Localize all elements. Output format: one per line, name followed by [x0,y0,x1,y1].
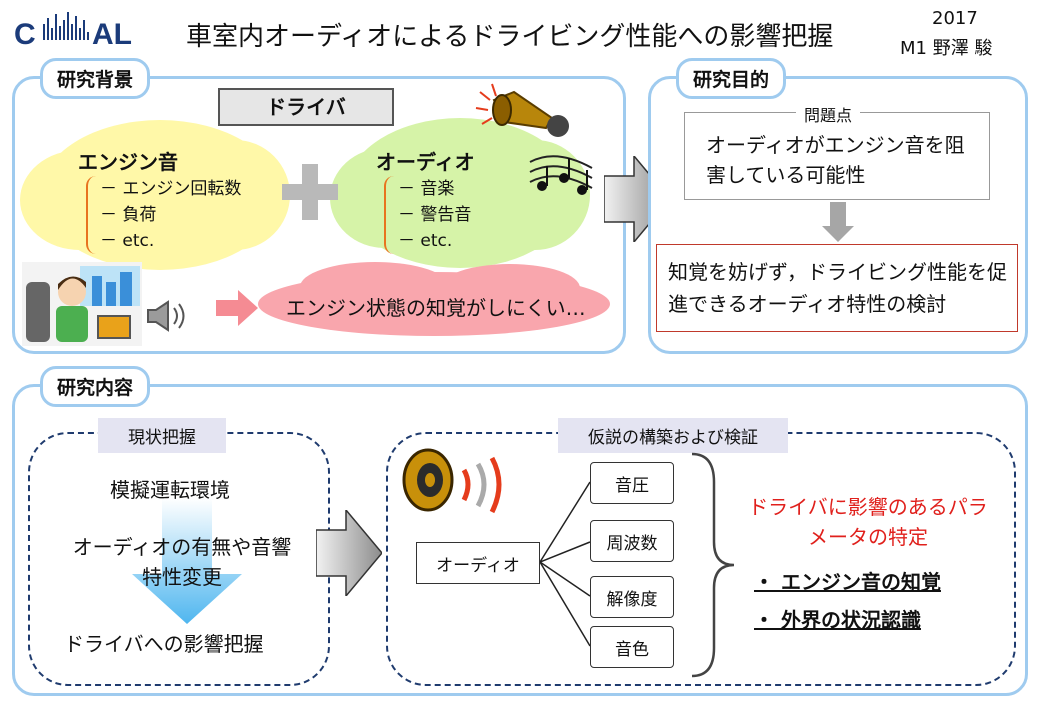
speaker-icon [147,300,185,332]
music-notes-icon [529,155,593,195]
result-item: ・ エンジン音の知覚 [754,570,941,594]
current-state-label: 現状把握 [98,418,226,453]
author: M1 野澤 駿 [900,38,993,59]
hypothesis-label: 仮説の構築および検証 [558,418,788,453]
logo: C AL [14,10,144,51]
list-item: － etc. [100,231,155,251]
engine-cloud-puff [20,150,140,250]
curly-brace-icon [691,452,735,678]
engine-cloud-puff [180,140,290,250]
branch-node: 解像度 [590,576,674,618]
perception-cloud-puff [440,264,580,312]
step-simulated-driving: 模擬運転環境 [110,478,230,502]
goal-text: 知覚を妨げず，ドライビング性能を促進できるオーディオ特性の検討 [668,260,1007,316]
background-tag: 研究背景 [40,58,151,99]
step-driver-impact: ドライバへの影響把握 [64,632,264,656]
page-title: 車室内オーディオによるドライビング性能への影響把握 [186,22,834,52]
engine-title: エンジン音 [78,150,178,174]
right-arrow-icon [316,510,382,596]
list-item: － エンジン回転数 [100,179,242,199]
pink-arrow-icon [216,290,258,326]
branch-node: 音圧 [590,462,674,504]
perception-cloud-puff [300,262,450,312]
gradient-down-arrow-icon [132,498,242,624]
list-item: － 音楽 [398,179,455,199]
branch-node: 音色 [590,626,674,668]
list-item: － 負荷 [100,205,157,225]
list-item: － etc. [398,231,453,251]
svg-text:C: C [14,18,40,50]
branch-node: 周波数 [590,520,674,562]
year: 2017 [932,8,978,29]
loudspeaker-icon [402,448,502,514]
logo-waveform-icon: C AL [14,12,132,51]
tree-connector-lines [540,481,591,647]
result-title: ドライバに影響のあるパラメータの特定 [748,495,988,549]
result-item: ・ 外界の状況認識 [754,608,921,632]
audio-title: オーディオ [376,150,475,174]
driver-label: ドライバ [218,88,394,126]
audio-list: － 音楽 － 警告音 － etc. [384,176,471,254]
down-arrow-icon [822,202,854,242]
perception-text: エンジン状態の知覚がしにくい… [286,296,586,320]
step-audio-change: オーディオの有無や音響特性変更 [72,535,292,589]
problem-label: 問題点 [796,102,861,126]
engine-list: － エンジン回転数 － 負荷 － etc. [86,176,241,254]
driver-illustration-icon [22,262,142,346]
problem-text: オーディオがエンジン音を阻害している可能性 [706,133,965,187]
content-tag: 研究内容 [40,366,151,407]
audio-root-node: オーディオ [416,542,540,584]
goal-box [656,244,1018,332]
svg-text:AL: AL [92,18,132,50]
list-item: － 警告音 [398,205,472,225]
plus-icon [282,164,338,220]
purpose-tag: 研究目的 [676,58,787,99]
horn-icon [475,83,569,137]
